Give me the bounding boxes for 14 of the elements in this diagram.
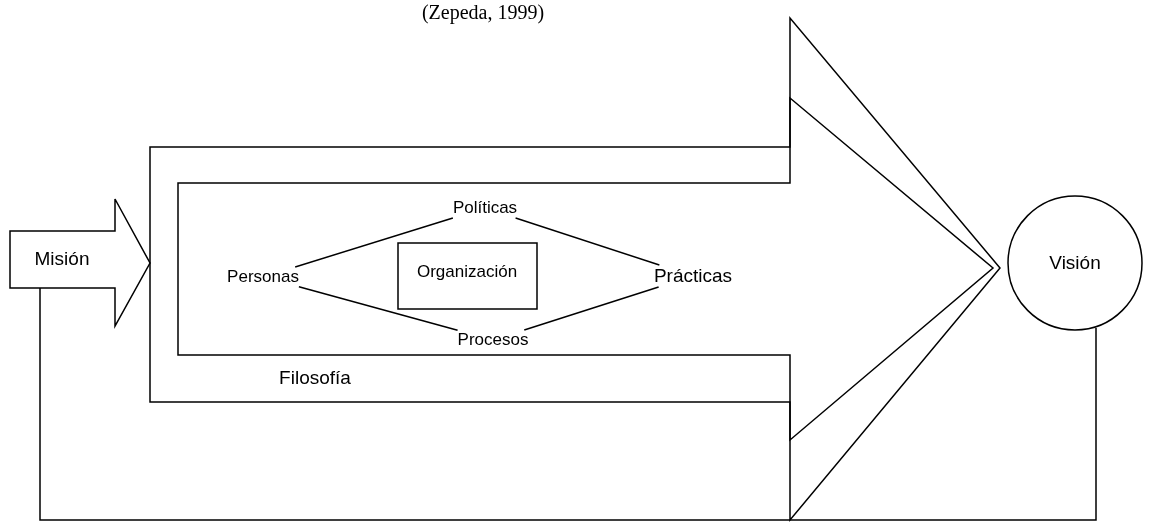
- connector-line: [514, 217, 661, 266]
- node-label: Políticas: [452, 198, 518, 218]
- node-label: Procesos: [457, 330, 529, 350]
- node-label: Organización: [416, 262, 518, 282]
- node-label: Personas: [227, 267, 299, 287]
- node-label: Prácticas: [653, 265, 733, 287]
- node-label: Visión: [1049, 252, 1101, 274]
- connector-line: [298, 286, 459, 332]
- node-label: Misión: [34, 248, 90, 270]
- source-citation: (Zepeda, 1999): [421, 0, 545, 24]
- connector-line: [39, 287, 1097, 521]
- connector-line: [294, 217, 454, 268]
- connector-line: [523, 286, 660, 331]
- node-label: Filosofía: [279, 367, 351, 389]
